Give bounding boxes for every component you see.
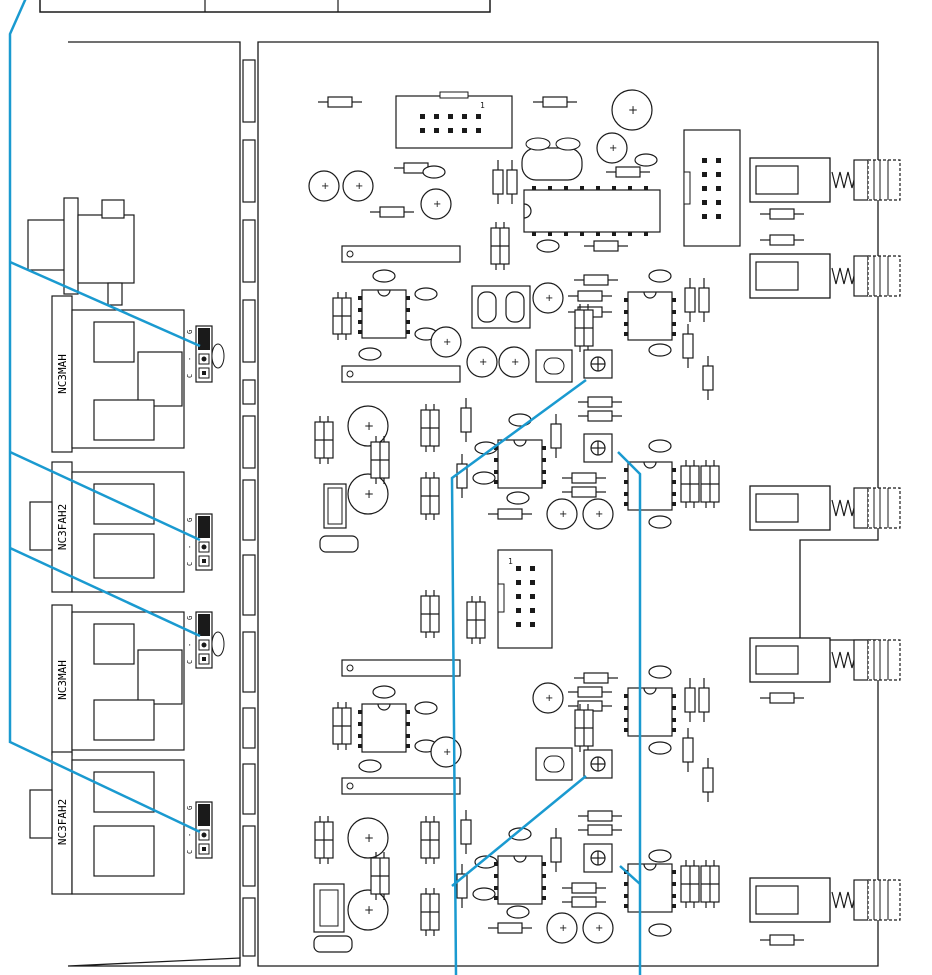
pin1-mark: 1	[480, 101, 485, 110]
pin-label-c: C	[186, 660, 194, 664]
leader-lines	[8, 0, 642, 975]
xlr-connector-3: NC3MAH	[51, 604, 185, 756]
leader-line-pot-4	[619, 865, 641, 885]
connector-label: NC3MAH	[56, 354, 69, 394]
pin-label-g: G	[186, 518, 194, 522]
top-label-box	[39, 0, 491, 13]
pin1-mark: 1	[508, 557, 513, 566]
pin-label-g: G	[186, 616, 194, 620]
pin-label-c: C	[186, 562, 194, 566]
connector-label: NC3MAH	[56, 660, 69, 700]
xlr-connector-2: NC3FAH2	[29, 461, 185, 593]
jumper-2: G - C	[186, 513, 213, 571]
pad-oval	[535, 349, 573, 383]
pin-label-minus: -	[186, 545, 194, 549]
pin-label-g: G	[186, 806, 194, 810]
pad-oval	[535, 747, 573, 781]
dc-power-jack	[27, 197, 135, 306]
leader-line-jumper-4	[8, 0, 201, 834]
leader-line-pot-1	[450, 378, 587, 975]
leader-line-jumper-2	[9, 450, 201, 542]
component-area-lower	[332, 659, 714, 803]
ribbon-header-top: 1	[395, 91, 513, 149]
leader-line-jumper-3	[9, 546, 201, 638]
jumper-1: G - C	[186, 325, 225, 383]
dual-pad	[471, 285, 531, 329]
pin-label-minus: -	[186, 833, 194, 837]
jumper-3: G - C	[186, 611, 225, 669]
pin-label-minus: -	[186, 643, 194, 647]
leader-line-pot-2	[617, 451, 642, 975]
pin-label-c: C	[186, 850, 194, 854]
jumper-4: G - C	[186, 801, 213, 859]
ic-dip16	[523, 186, 661, 236]
pin-label-minus: -	[186, 357, 194, 361]
ribbon-header-center: 1	[497, 549, 553, 649]
component-area-upper: 1	[308, 89, 805, 401]
xlr-connector-4: NC3FAH2	[29, 751, 185, 895]
ribbon-header-right	[683, 129, 741, 247]
component-area-channel-2	[313, 809, 720, 953]
leader-line-jumper-1	[9, 260, 201, 348]
pin-label-g: G	[186, 330, 194, 334]
pcb-outline	[67, 41, 879, 967]
connector-label: NC3FAH2	[56, 504, 69, 550]
pin-label-c: C	[186, 374, 194, 378]
connector-label: NC3FAH2	[56, 799, 69, 845]
leader-line-pot-3	[451, 775, 587, 887]
component-area-channel-1	[314, 396, 720, 553]
crystal	[521, 137, 583, 181]
xlr-connector-1: NC3MAH	[51, 295, 185, 453]
edge-slot-strip	[242, 59, 256, 957]
